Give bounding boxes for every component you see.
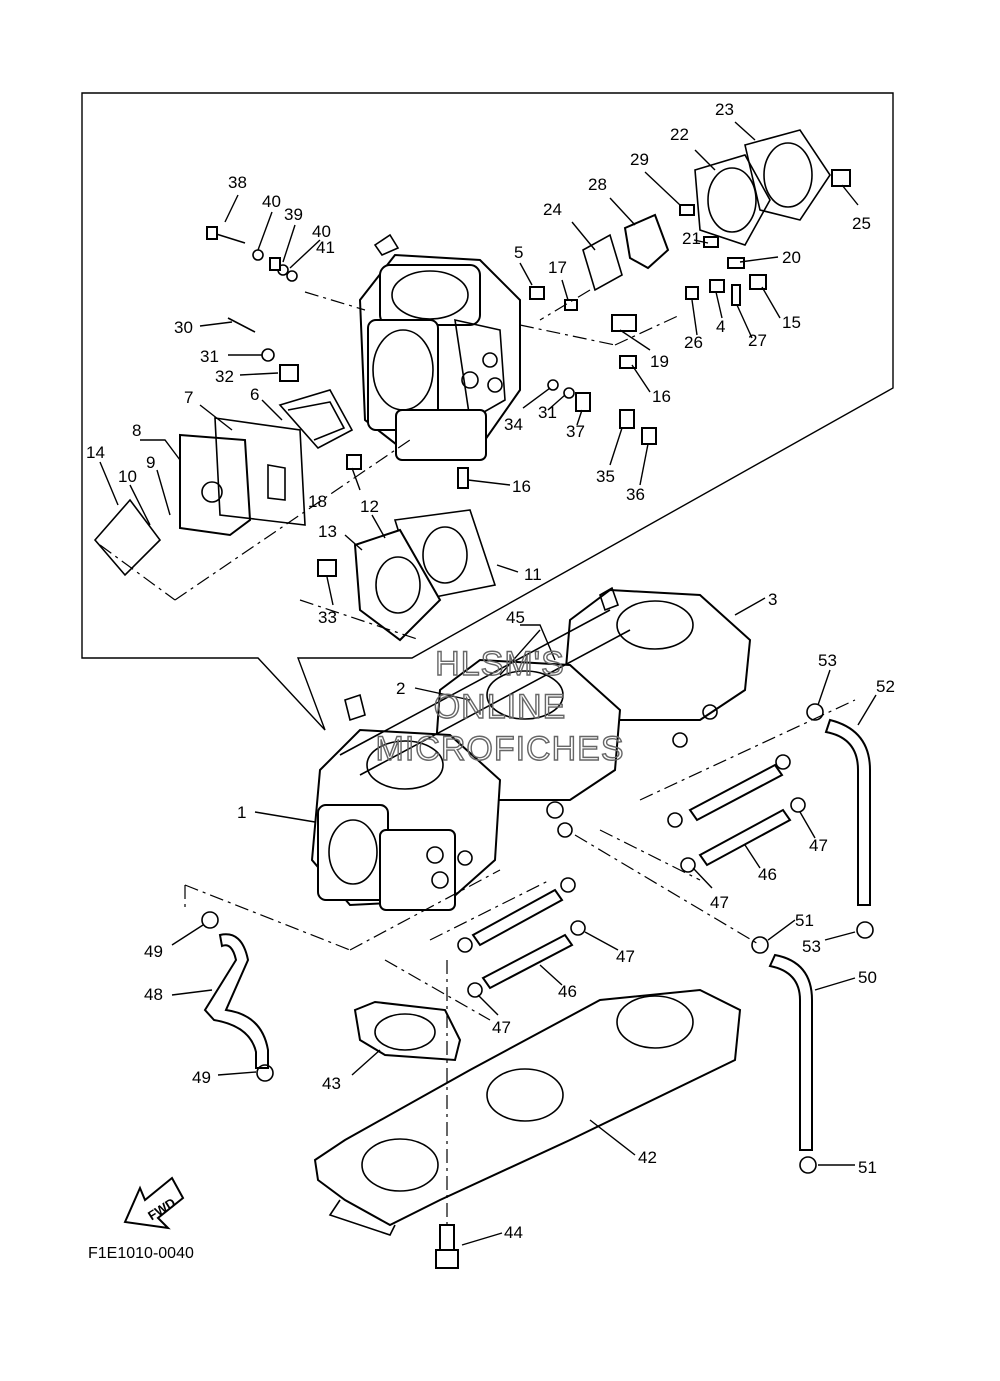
inset-choke-cover-22-23 bbox=[694, 129, 831, 246]
callout-40b[interactable]: 40 bbox=[312, 222, 331, 241]
inset-diaphragm-gasket-14 bbox=[93, 498, 162, 577]
callout-44[interactable]: 44 bbox=[504, 1223, 523, 1242]
watermark-line-3: MICROFICHES bbox=[376, 730, 625, 768]
callout-34[interactable]: 34 bbox=[504, 415, 523, 434]
inset-pump-gasket-7 bbox=[214, 417, 306, 526]
callout-53b[interactable]: 53 bbox=[802, 937, 821, 956]
callout-40a[interactable]: 40 bbox=[262, 192, 281, 211]
inset-intake-flange-12 bbox=[353, 528, 442, 642]
callout-21[interactable]: 21 bbox=[682, 229, 701, 248]
callout-14[interactable]: 14 bbox=[86, 443, 105, 462]
callout-52[interactable]: 52 bbox=[876, 677, 895, 696]
callout-26[interactable]: 26 bbox=[684, 333, 703, 352]
inset-pump-cover-8 bbox=[179, 433, 252, 537]
fwd-direction-arrow[interactable]: FWD bbox=[123, 1176, 185, 1230]
callout-13[interactable]: 13 bbox=[318, 522, 337, 541]
callout-43[interactable]: 43 bbox=[322, 1074, 341, 1093]
callout-17[interactable]: 17 bbox=[548, 258, 567, 277]
watermark-line-1: HLSM'S bbox=[435, 645, 565, 683]
inset-carburetor-body bbox=[358, 233, 521, 461]
callout-6[interactable]: 6 bbox=[250, 385, 259, 404]
callout-48[interactable]: 48 bbox=[144, 985, 163, 1004]
callout-49a[interactable]: 49 bbox=[144, 942, 163, 961]
inset-diaphragm-6 bbox=[278, 389, 354, 450]
gasket-43 bbox=[353, 1000, 462, 1062]
bolt-44 bbox=[435, 960, 459, 1269]
main-hoses bbox=[201, 703, 874, 1174]
callout-47c[interactable]: 47 bbox=[616, 947, 635, 966]
callout-47d[interactable]: 47 bbox=[492, 1018, 511, 1037]
callout-31b[interactable]: 31 bbox=[538, 403, 557, 422]
callout-3[interactable]: 3 bbox=[768, 590, 777, 609]
callout-28[interactable]: 28 bbox=[588, 175, 607, 194]
callout-36[interactable]: 36 bbox=[626, 485, 645, 504]
callout-30[interactable]: 30 bbox=[174, 318, 193, 337]
callout-10[interactable]: 10 bbox=[118, 467, 137, 486]
callout-29[interactable]: 29 bbox=[630, 150, 649, 169]
callout-18[interactable]: 18 bbox=[308, 492, 327, 511]
callout-labels: 1 2 3 4 5 6 7 8 9 10 11 12 13 14 15 16 1… bbox=[86, 100, 895, 1242]
callout-37[interactable]: 37 bbox=[566, 422, 585, 441]
callout-50[interactable]: 50 bbox=[858, 968, 877, 987]
callout-42[interactable]: 42 bbox=[638, 1148, 657, 1167]
callout-33[interactable]: 33 bbox=[318, 608, 337, 627]
callout-53a[interactable]: 53 bbox=[818, 651, 837, 670]
main-leader-lines bbox=[171, 597, 877, 1246]
callout-39[interactable]: 39 bbox=[284, 205, 303, 224]
callout-22[interactable]: 22 bbox=[670, 125, 689, 144]
diagram-code: F1E1010-0040 bbox=[88, 1245, 194, 1262]
callout-8[interactable]: 8 bbox=[132, 421, 141, 440]
callout-32[interactable]: 32 bbox=[215, 367, 234, 386]
inset-bracket-24-28 bbox=[582, 213, 670, 292]
callout-16a[interactable]: 16 bbox=[652, 387, 671, 406]
callout-45[interactable]: 45 bbox=[506, 608, 525, 627]
callout-47b[interactable]: 47 bbox=[710, 893, 729, 912]
watermark: HLSM'S ONLINE MICROFICHES bbox=[375, 644, 625, 768]
watermark-line-2: ONLINE bbox=[434, 688, 567, 726]
callout-35[interactable]: 35 bbox=[596, 467, 615, 486]
callout-38[interactable]: 38 bbox=[228, 173, 247, 192]
callout-9[interactable]: 9 bbox=[146, 453, 155, 472]
callout-15[interactable]: 15 bbox=[782, 313, 801, 332]
callout-19[interactable]: 19 bbox=[650, 352, 669, 371]
inset-small-fittings bbox=[206, 169, 851, 577]
callout-51b[interactable]: 51 bbox=[858, 1158, 877, 1177]
intake-manifold-42 bbox=[313, 988, 742, 1236]
detail-inset-frame bbox=[81, 92, 894, 731]
callout-23[interactable]: 23 bbox=[715, 100, 734, 119]
callout-31a[interactable]: 31 bbox=[200, 347, 219, 366]
inset-leader-lines bbox=[99, 121, 859, 641]
callout-25[interactable]: 25 bbox=[852, 214, 871, 233]
callout-27[interactable]: 27 bbox=[748, 331, 767, 350]
callout-2[interactable]: 2 bbox=[396, 679, 405, 698]
callout-41[interactable]: 41 bbox=[316, 238, 335, 257]
callout-47a[interactable]: 47 bbox=[809, 836, 828, 855]
callout-20[interactable]: 20 bbox=[782, 248, 801, 267]
callout-12[interactable]: 12 bbox=[360, 497, 379, 516]
callout-4[interactable]: 4 bbox=[716, 317, 725, 336]
callout-24[interactable]: 24 bbox=[543, 200, 562, 219]
callout-51a[interactable]: 51 bbox=[795, 911, 814, 930]
callout-46b[interactable]: 46 bbox=[558, 982, 577, 1001]
main-carburetor-assembly bbox=[310, 586, 752, 911]
callout-16b[interactable]: 16 bbox=[512, 477, 531, 496]
callout-49b[interactable]: 49 bbox=[192, 1068, 211, 1087]
callout-7[interactable]: 7 bbox=[184, 388, 193, 407]
callout-5[interactable]: 5 bbox=[514, 243, 523, 262]
callout-11[interactable]: 11 bbox=[524, 565, 542, 584]
callout-1[interactable]: 1 bbox=[237, 803, 246, 822]
callout-46a[interactable]: 46 bbox=[758, 865, 777, 884]
